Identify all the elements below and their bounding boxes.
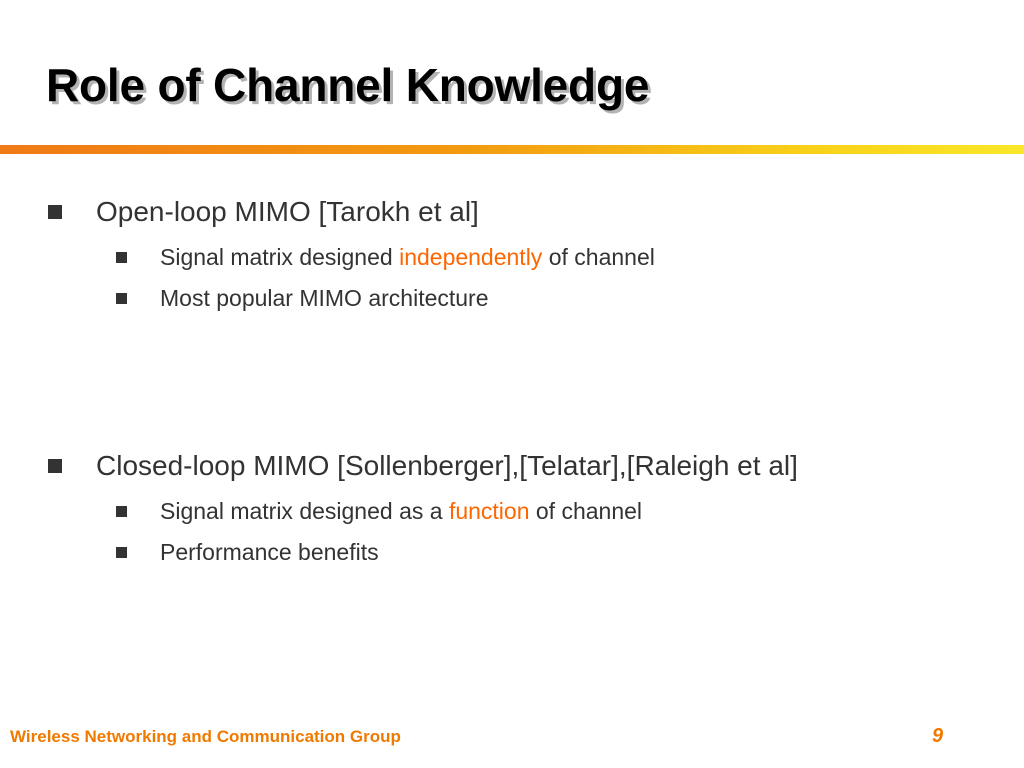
square-bullet-icon	[48, 459, 62, 473]
page-number: 9	[932, 725, 944, 747]
square-bullet-icon	[116, 252, 127, 263]
title-divider	[0, 145, 1024, 154]
text-after: of channel	[529, 498, 643, 524]
sub-bullet-text: Signal matrix designed as a function of …	[160, 498, 642, 525]
text-before: Signal matrix designed as a	[160, 498, 449, 524]
square-bullet-icon	[116, 547, 127, 558]
bullet-text: Open-loop MIMO [Tarokh et al]	[96, 196, 479, 227]
text-after: of channel	[542, 244, 655, 270]
text-before: Signal matrix designed	[160, 244, 400, 270]
square-bullet-icon	[116, 293, 127, 304]
slide-title: Role of Channel Knowledge	[46, 59, 650, 111]
sub-bullet-text: Signal matrix designed independently of …	[160, 244, 655, 271]
bullet-closed-loop: Closed-loop MIMO [Sollenberger],[Telatar…	[48, 450, 798, 482]
sub-bullet-popular-architecture: Most popular MIMO architecture	[116, 285, 489, 312]
bullet-text: Closed-loop MIMO [Sollenberger],[Telatar…	[96, 450, 798, 481]
sub-bullet-signal-independent: Signal matrix designed independently of …	[116, 244, 655, 271]
footer-group-name: Wireless Networking and Communication Gr…	[10, 727, 401, 746]
sub-bullet-signal-function: Signal matrix designed as a function of …	[116, 498, 642, 525]
sub-bullet-text: Performance benefits	[160, 539, 379, 565]
sub-bullet-text: Most popular MIMO architecture	[160, 285, 489, 311]
sub-bullet-performance-benefits: Performance benefits	[116, 539, 379, 566]
bullet-open-loop: Open-loop MIMO [Tarokh et al]	[48, 196, 479, 228]
highlight-text: function	[448, 498, 530, 524]
square-bullet-icon	[48, 205, 62, 219]
highlight-text: independently	[399, 244, 543, 270]
square-bullet-icon	[116, 506, 127, 517]
